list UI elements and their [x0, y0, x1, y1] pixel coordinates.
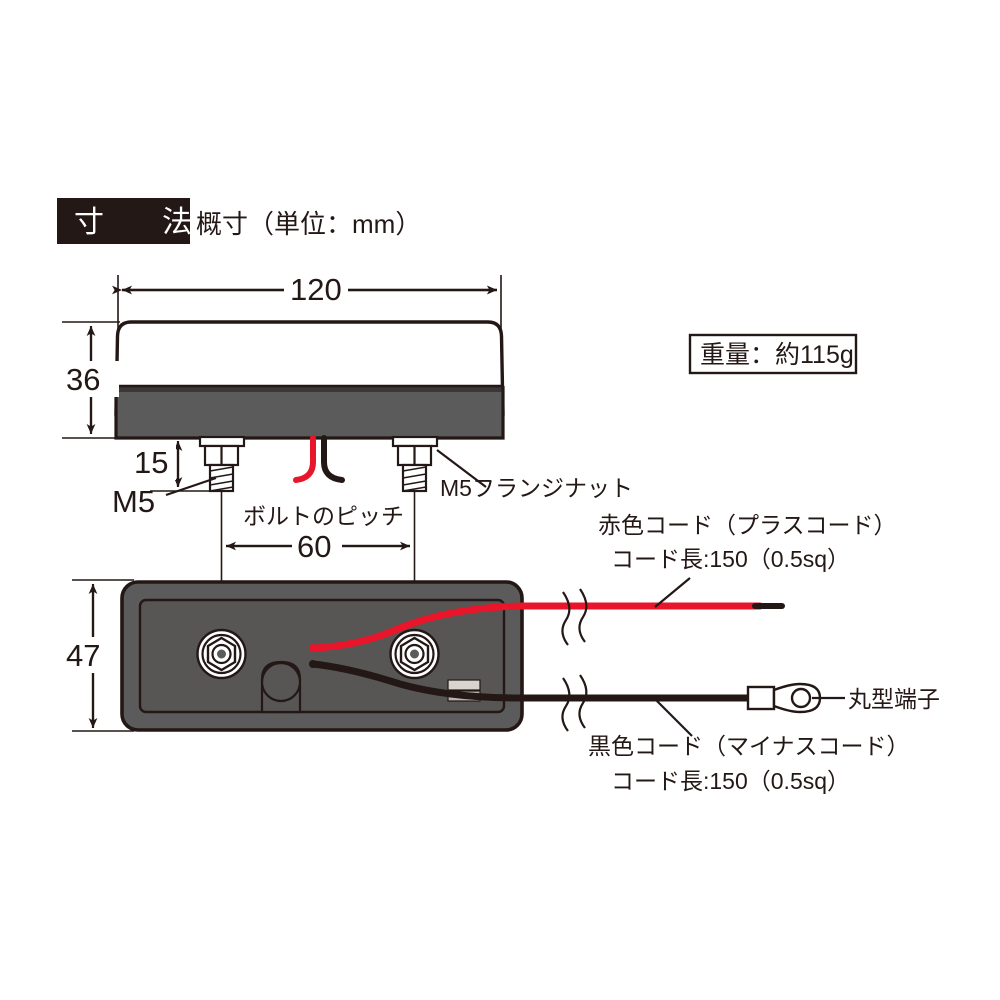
flange-left: [198, 435, 246, 448]
black-cord-label-line2: コード長:150（0.5sq）: [611, 768, 850, 794]
dim-label-pitch-60: 60: [297, 529, 331, 564]
section-header: 寸 法 概寸（単位：mm）: [57, 198, 421, 244]
terminal-ring-hole: [790, 687, 812, 709]
red-cord-origin: [309, 644, 317, 652]
dim-label-bg-15: [132, 446, 176, 480]
dim-label-bg-120: [284, 272, 348, 308]
flange-nut-label: M5フランジナット: [440, 475, 633, 501]
section-subtitle: 概寸（単位：mm）: [196, 209, 421, 239]
black-break-wave-2: [578, 674, 588, 729]
side-view-group: 120 36: [62, 272, 633, 652]
section-title-badge: [57, 198, 190, 244]
dim-label-bolt-15: 15: [134, 445, 168, 480]
hex-nut-left: [196, 628, 247, 680]
thread-left-lines: [209, 466, 234, 492]
black-cord-leader-line: [654, 698, 693, 737]
red-cord-leader-line: [654, 577, 691, 608]
bottom-view-group: 47: [64, 579, 524, 732]
hex-nut-right-center: [410, 649, 419, 659]
red-break-wave-1: [561, 591, 571, 646]
terminal-crimp-barrel: [746, 685, 776, 711]
dim-label-height-36: 36: [66, 362, 100, 397]
dim-label-bg-60: [292, 528, 342, 564]
label-plate-upper: [447, 679, 481, 691]
weight-badge-border: [688, 333, 858, 375]
red-cord-label-line1: 赤色コード（プラスコード）: [598, 512, 897, 538]
red-cord-label-line2: コード長:150（0.5sq）: [611, 546, 850, 572]
ring-terminal-icon: [746, 682, 822, 714]
black-break-wave-1: [561, 677, 571, 732]
base-body: [116, 386, 503, 438]
weight-badge: 重量：約115g: [688, 333, 858, 375]
hex-nut-left-center: [217, 649, 226, 659]
flange-right: [391, 435, 439, 448]
bolt-left-side-view: [198, 435, 246, 493]
red-break-wave-2: [578, 588, 588, 643]
section-title-label: 寸 法: [74, 206, 206, 239]
dim-label-bg-47: [64, 637, 120, 673]
dim-label-bg-36: [63, 361, 119, 397]
m5-leader-line: [165, 476, 217, 497]
thread-right-lines: [402, 466, 427, 492]
red-cord-line: [309, 602, 764, 652]
center-boss: [260, 660, 302, 714]
base-outline: [114, 386, 505, 440]
m5-label: M5: [112, 484, 155, 519]
dim-label-height-47: 47: [66, 638, 100, 673]
black-cord-line: [309, 660, 754, 702]
side-view-red-wire: [293, 435, 316, 483]
base-top-edge: [116, 386, 503, 392]
boss-circle: [260, 661, 302, 703]
bolt-right-side-view: [391, 435, 439, 493]
red-cord-break-symbol: [561, 588, 588, 646]
flange-nut-leader-line: [436, 449, 487, 488]
side-view-black-wire: [321, 435, 345, 483]
black-cord-break-symbol: [561, 674, 588, 732]
bolt-pitch-caption: ボルトのピッチ: [243, 503, 404, 529]
weight-badge-label: 重量：約115g: [700, 341, 854, 369]
cord-group: 赤色コード（プラスコード） コード長:150（0.5sq） 黒色コード（マイナス…: [309, 512, 940, 794]
hex-nut-right: [389, 628, 440, 680]
dim-label-width-120: 120: [290, 272, 342, 307]
terminal-label: 丸型端子: [848, 686, 940, 712]
black-cord-origin: [309, 660, 317, 668]
black-cord-label-line1: 黒色コード（マイナスコード）: [588, 733, 910, 759]
